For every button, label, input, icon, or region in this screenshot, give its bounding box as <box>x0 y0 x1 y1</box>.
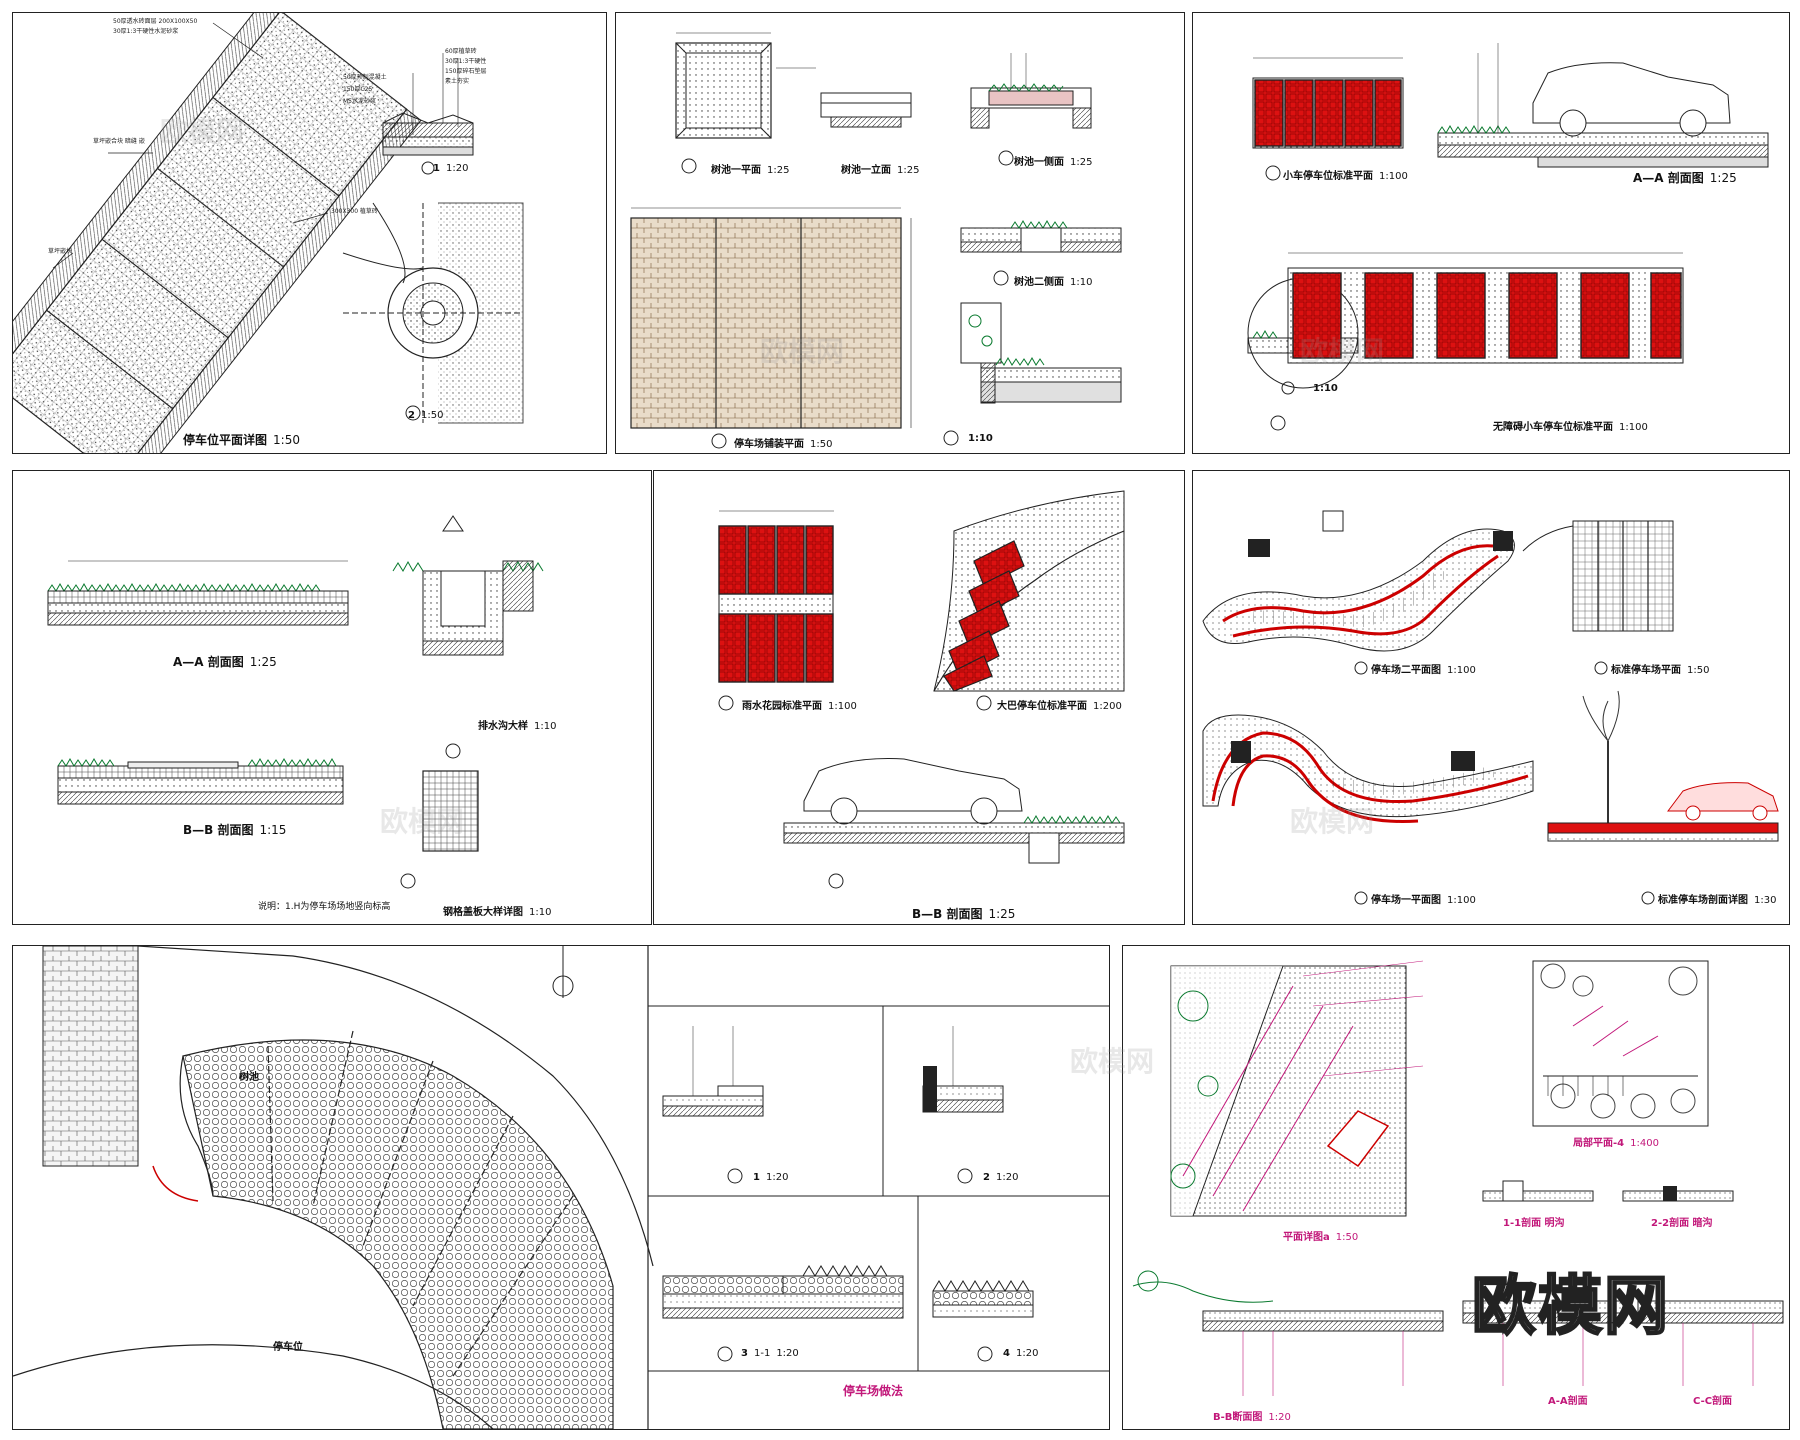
note-elevation: 说明：1.H为停车场场地竖向标高 <box>258 902 391 912</box>
svg-text:M5水泥砂浆: M5水泥砂浆 <box>343 97 376 105</box>
label-detail-c: 1:10 <box>968 433 993 444</box>
brand-logo: 欧模网 <box>1471 1269 1670 1346</box>
svg-text:30厚1:3干硬性水泥砂浆: 30厚1:3干硬性水泥砂浆 <box>113 27 178 35</box>
title-construction: 停车场做法 <box>843 1384 904 1398</box>
label-detail-scale: 1:10 <box>1313 383 1338 394</box>
svg-text:草坪嵌合块 暗缝 嵌: 草坪嵌合块 暗缝 嵌 <box>93 137 145 145</box>
label-section-11: 1-1剖面 明沟 <box>1503 1218 1565 1229</box>
drawing-plan-detail-a <box>1132 960 1784 1396</box>
svg-text:300X300 植草砖: 300X300 植草砖 <box>331 207 378 215</box>
svg-text:30厚1:3干硬性: 30厚1:3干硬性 <box>445 57 486 65</box>
drawing-sections-ditch <box>47 515 544 889</box>
svg-text:草坪嵌块: 草坪嵌块 <box>48 247 72 255</box>
svg-text:50厚预制混凝土: 50厚预制混凝土 <box>343 73 387 81</box>
drawing-curved-paving <box>13 946 1109 1429</box>
label-parking-zone: 停车位 <box>273 1342 303 1353</box>
drawing-parking-plan: 50厚透水砖面层 200X100X50 30厚1:3干硬性水泥砂浆 草坪嵌合块 暗… <box>13 13 524 453</box>
svg-text:50厚透水砖面层 200X100X50: 50厚透水砖面层 200X100X50 <box>113 17 197 25</box>
label-section-aa: A-A剖面 <box>1548 1396 1588 1407</box>
drawing-tree-pit <box>630 32 1122 449</box>
svg-text:150厚碎石垫层: 150厚碎石垫层 <box>445 67 486 75</box>
label-paving-zone: 树池 <box>239 1072 259 1083</box>
svg-text:150厚C25: 150厚C25 <box>343 86 372 93</box>
drawing-rain-garden <box>718 490 1125 889</box>
svg-text:60厚植草砖: 60厚植草砖 <box>445 47 477 55</box>
svg-text:素土夯实: 素土夯实 <box>445 77 469 85</box>
label-section-22: 2-2剖面 暗沟 <box>1651 1218 1713 1229</box>
label-section-cc: C-C剖面 <box>1693 1396 1733 1407</box>
sheet-parking-plan-detail: 50厚透水砖面层 200X100X50 30厚1:3干硬性水泥砂浆 草坪嵌合块 暗… <box>12 12 607 454</box>
drawing-parking-lots <box>1202 510 1779 905</box>
drawing-car-stalls <box>1247 43 1769 431</box>
